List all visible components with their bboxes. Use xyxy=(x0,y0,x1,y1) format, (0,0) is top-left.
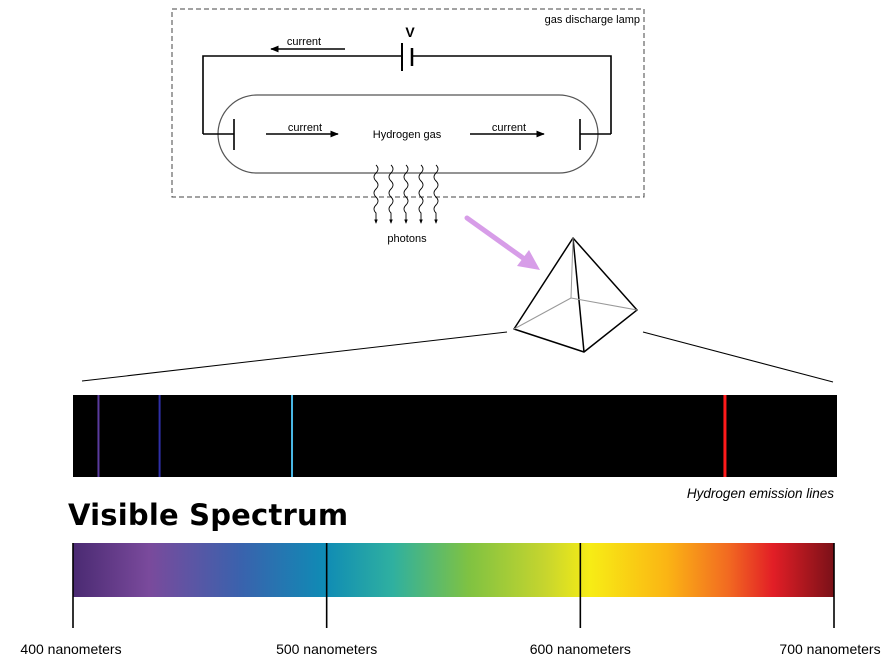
emission-background xyxy=(73,395,837,477)
prism xyxy=(513,237,638,353)
emission-band xyxy=(73,395,837,477)
inner-current-label-left: current xyxy=(288,122,322,134)
arrow-to-prism xyxy=(464,215,540,270)
dispersion-line-left xyxy=(81,331,508,382)
tick-label-600: 600 nanometers xyxy=(529,641,631,657)
voltage-label: V xyxy=(405,24,415,40)
photon-wave xyxy=(433,164,439,224)
dispersion-line-right xyxy=(642,331,834,383)
photon-wave xyxy=(388,164,394,224)
photon-wave xyxy=(373,164,379,224)
lamp-box-label: gas discharge lamp xyxy=(545,14,640,26)
prism-front-edge xyxy=(572,237,585,353)
spectrum-title: Visible Spectrum xyxy=(68,498,349,532)
emission-caption: Hydrogen emission lines xyxy=(686,486,834,501)
tick-label-700: 700 nanometers xyxy=(779,641,881,657)
tick-label-400: 400 nanometers xyxy=(20,641,122,657)
photons-label: photons xyxy=(387,233,427,245)
gas-discharge-lamp: gas discharge lamp V current current cur… xyxy=(171,8,645,245)
visible-spectrum xyxy=(72,543,835,628)
top-current-label: current xyxy=(287,36,321,48)
circuit-wire xyxy=(202,55,612,134)
photon-wave xyxy=(418,164,424,224)
prism-outline xyxy=(513,237,638,353)
tick-label-500: 500 nanometers xyxy=(276,641,378,657)
prism-hidden-edges xyxy=(513,237,638,330)
gas-label: Hydrogen gas xyxy=(373,129,442,141)
visible-spectrum-bar xyxy=(73,543,834,597)
lamp-dashed-box xyxy=(171,8,645,198)
inner-current-label-right: current xyxy=(492,122,526,134)
photon-waves xyxy=(373,164,439,224)
photon-wave xyxy=(403,164,409,224)
